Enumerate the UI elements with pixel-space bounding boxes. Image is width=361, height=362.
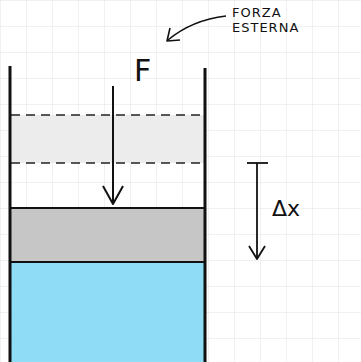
arrowhead	[103, 186, 123, 204]
liquid	[11, 262, 204, 362]
force-arrow	[112, 86, 114, 204]
leader-arrow	[168, 16, 226, 40]
container-wall	[9, 66, 12, 362]
dashed-line	[11, 114, 204, 116]
displacement-label: Δx	[272, 196, 332, 221]
force-caption: FORZA ESTERNA	[232, 6, 352, 36]
dashed-line	[11, 162, 204, 164]
initial-position-band	[11, 115, 204, 163]
force-symbol: F	[134, 54, 164, 89]
container-wall	[204, 68, 207, 362]
piston	[11, 208, 204, 262]
piston-top	[11, 207, 204, 209]
arrowhead	[249, 246, 265, 259]
arrowhead	[167, 28, 180, 41]
dimension-line	[256, 163, 258, 259]
liquid-surface	[11, 261, 204, 263]
